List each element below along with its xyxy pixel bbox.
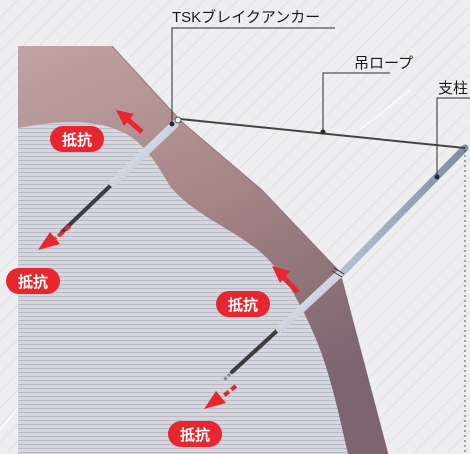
resist-badge-upper-text: 抵抗 (62, 131, 92, 149)
resist-arrow-lower-down (204, 384, 238, 409)
resist-arrow-upper-down (38, 224, 72, 250)
post-leader-line (436, 97, 470, 177)
lower-anchor-head-mark (333, 267, 345, 275)
resist-arrow-upper-up (116, 110, 144, 134)
anchor-leader-line (171, 27, 335, 124)
resist-badge-left: 抵抗 (6, 268, 60, 294)
resist-badge-middle-text: 抵抗 (228, 296, 258, 314)
bg-guide-line (359, 89, 411, 131)
support-post[interactable] (336, 144, 469, 279)
resist-badge-bottom-text: 抵抗 (180, 426, 210, 444)
upper-anchor-head (174, 116, 182, 124)
anchor-label: TSKブレイクアンカー (172, 8, 320, 26)
lower-anchor-head-mark (331, 270, 343, 278)
lower-anchor[interactable] (221, 267, 345, 383)
rope-leader-line (322, 72, 390, 132)
lower-anchor-sleeve (276, 271, 342, 333)
anchor-leader-dot (169, 121, 175, 127)
upper-anchor-sleeve (109, 120, 179, 187)
soil-layer (18, 122, 348, 454)
resist-badge-left-text: 抵抗 (18, 273, 48, 291)
resist-badge-middle: 抵抗 (216, 291, 270, 317)
slope-surface (111, 45, 389, 454)
resist-badge-upper: 抵抗 (50, 126, 104, 152)
resist-arrow-lower-up (272, 266, 300, 294)
resist-badge-bottom: 抵抗 (168, 421, 222, 447)
lower-anchor-tip (221, 372, 232, 383)
post-label: 支柱 (438, 80, 468, 97)
rope-label: 吊ロープ (354, 55, 413, 72)
